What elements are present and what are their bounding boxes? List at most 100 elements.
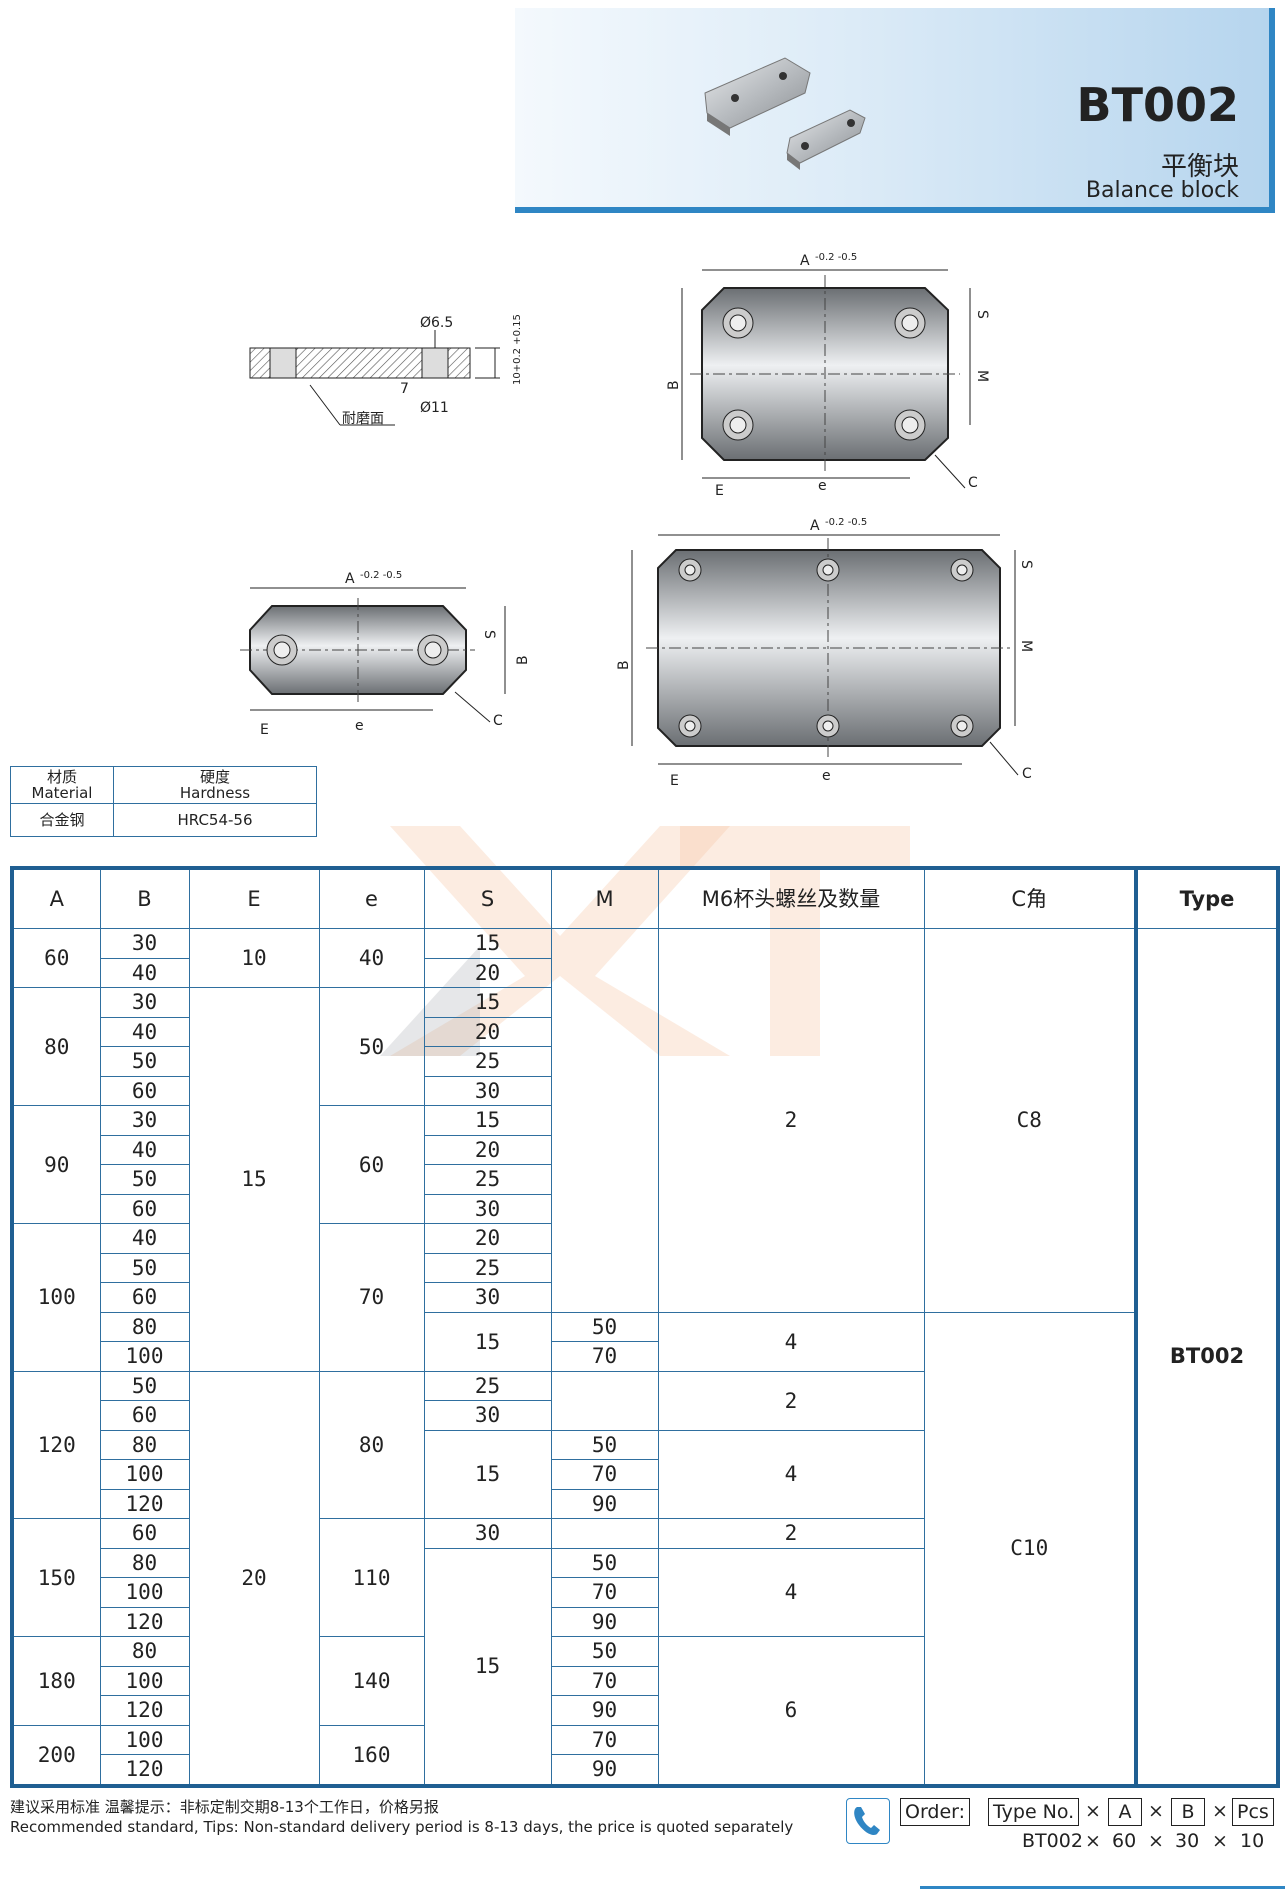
order-example-a: 60 <box>1112 1830 1137 1852</box>
cell-S: 25 <box>423 1252 552 1283</box>
col-header-e: e <box>318 867 425 929</box>
svg-text:A: A <box>810 518 820 534</box>
product-photo <box>704 57 866 170</box>
cell-screws: 4 <box>657 1547 925 1637</box>
cell-e: 80 <box>318 1370 425 1519</box>
svg-text:S: S <box>974 310 990 319</box>
cell-B: 60 <box>99 1193 190 1224</box>
hardness-header-en: Hardness <box>179 784 251 802</box>
section-view: Ø6.5 Ø11 7 10+0.2 +0.15 耐磨面 <box>249 314 523 427</box>
cell-B: 60 <box>99 1400 190 1431</box>
hardness-header-cn: 硬度 <box>199 768 230 786</box>
col-header-M: M <box>550 867 659 929</box>
svg-text:B: B <box>616 660 632 670</box>
svg-text:E: E <box>670 773 679 789</box>
order-format: Order: Type No. × A × B × Pcs BT002 × 60… <box>900 1798 1280 1858</box>
cell-A: 120 <box>11 1370 101 1519</box>
cell-B: 100 <box>99 1459 190 1490</box>
order-field-pcs: Pcs <box>1232 1798 1274 1826</box>
product-code: BT002 <box>1076 78 1239 132</box>
cell-S: 30 <box>423 1400 552 1431</box>
svg-text:S: S <box>1018 560 1034 569</box>
cell-A: 90 <box>11 1105 101 1224</box>
cell-B: 120 <box>99 1606 190 1637</box>
svg-text:e: e <box>818 478 827 494</box>
cell-B: 40 <box>99 1223 190 1254</box>
cell-B: 30 <box>99 987 190 1018</box>
hole-diameter-small: Ø6.5 <box>420 315 453 331</box>
cell-E: 20 <box>188 1370 320 1786</box>
cell-B: 120 <box>99 1695 190 1726</box>
cell-screws: 4 <box>657 1311 925 1372</box>
col-header-A: A <box>11 867 101 929</box>
cell-B: 40 <box>99 1134 190 1165</box>
col-header-S: S <box>423 867 552 929</box>
cell-B: 60 <box>99 1282 190 1313</box>
cell-E: 15 <box>188 987 320 1372</box>
cell-e: 60 <box>318 1105 425 1224</box>
cell-M: 50 <box>550 1429 659 1460</box>
svg-text:M: M <box>1018 640 1034 652</box>
cell-B: 80 <box>99 1636 190 1667</box>
cell-S: 15 <box>423 928 552 959</box>
cell-A: 150 <box>11 1518 101 1637</box>
cell-M: 50 <box>550 1636 659 1667</box>
svg-text:-0.2 -0.5: -0.2 -0.5 <box>815 252 857 263</box>
svg-text:B: B <box>666 380 682 390</box>
material-header-cn: 材质 <box>46 768 77 786</box>
cell-B: 80 <box>99 1311 190 1342</box>
order-example-type: BT002 <box>1022 1830 1083 1852</box>
cell-S: 20 <box>423 957 552 988</box>
table-row: 60 30 <box>12 1400 1278 1431</box>
cell-B: 50 <box>99 1046 190 1077</box>
cell-chamfer: C10 <box>923 1311 1137 1786</box>
svg-text:A: A <box>345 571 355 587</box>
cell-M: 70 <box>550 1341 659 1372</box>
svg-text:C: C <box>493 713 503 729</box>
order-example-b: 30 <box>1175 1830 1200 1852</box>
table-row: 50 25 <box>12 1046 1278 1077</box>
cell-A: 80 <box>11 987 101 1106</box>
cell-A: 60 <box>11 928 101 988</box>
cell-B: 30 <box>99 1105 190 1136</box>
svg-text:e: e <box>355 718 364 734</box>
technical-drawings: Ø6.5 Ø11 7 10+0.2 +0.15 耐磨面 A -0.2 -0.5 … <box>240 252 1034 789</box>
cell-E: 10 <box>188 928 320 988</box>
cell-B: 100 <box>99 1724 190 1755</box>
cell-e: 110 <box>318 1518 425 1637</box>
cell-B: 40 <box>99 1016 190 1047</box>
cell-e: 40 <box>318 928 425 988</box>
cell-B: 100 <box>99 1577 190 1608</box>
cell-S: 20 <box>423 1016 552 1047</box>
cell-B: 100 <box>99 1341 190 1372</box>
cell-B: 120 <box>99 1488 190 1519</box>
plate-four-holes: A -0.2 -0.5 B S M E e C <box>666 252 990 499</box>
order-field-a: A <box>1108 1798 1142 1826</box>
note-en: Recommended standard, Tips: Non-standard… <box>10 1818 794 1836</box>
cell-S: 15 <box>423 1429 552 1519</box>
cell-S: 15 <box>423 987 552 1018</box>
cell-S: 25 <box>423 1046 552 1077</box>
svg-text:C: C <box>968 475 978 491</box>
cell-screws: 2 <box>657 1370 925 1431</box>
cell-B: 30 <box>99 928 190 959</box>
cell-type: BT002 <box>1134 928 1279 1786</box>
cell-M: 70 <box>550 1724 659 1755</box>
order-label: Order: <box>900 1798 971 1826</box>
header-banner: BT002 平衡块 Balance block <box>515 8 1275 213</box>
note-cn: 建议采用标准 温馨提示：非标定制交期8-13个工作日，价格另报 <box>10 1798 439 1816</box>
